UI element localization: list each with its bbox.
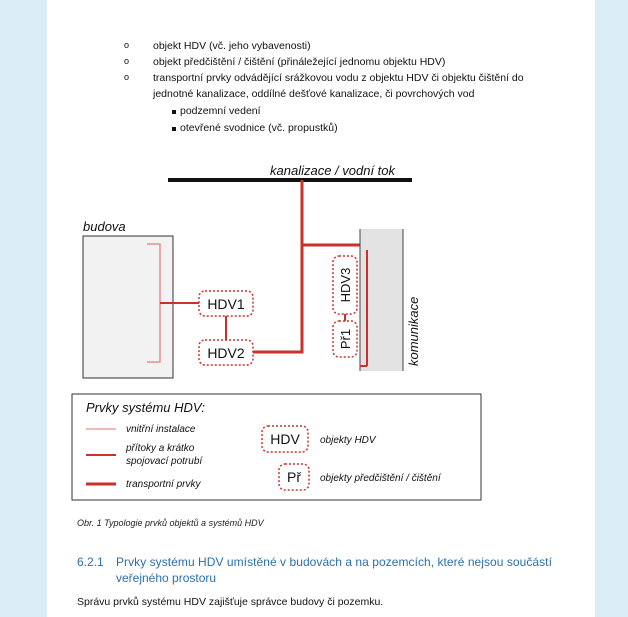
bullet-line-3a: transportní prvky odvádějící srážkovou v…: [153, 72, 524, 84]
legend-item-3: transportní prvky: [126, 479, 201, 490]
section-title-line-1: Prvky systému HDV umístěné v budovách a …: [116, 555, 552, 569]
hdv1-box: [198, 290, 254, 317]
legend-pr-label: Př: [287, 469, 301, 485]
hdv3-box: [332, 255, 358, 315]
legend-pr-desc: objekty předčištění / čištění: [320, 473, 442, 484]
legend-pr-box: [278, 463, 310, 491]
legend-hdv-label: HDV: [270, 431, 300, 447]
bullet-line-1: objekt HDV (vč. jeho vybavenosti): [153, 40, 311, 52]
legend-hdv-desc: objekty HDV: [320, 435, 377, 446]
section-title-line-2: veřejného prostoru: [116, 571, 217, 585]
pr1-box: [332, 320, 358, 358]
square-bullet: [172, 127, 176, 131]
pr1-label: Př1: [338, 329, 353, 349]
bullet-line-3b: jednotné kanalizace, oddílné dešťové kan…: [153, 88, 475, 100]
building-label: budova: [83, 219, 126, 234]
sub-bullet-2: otevřené svodnice (vč. propustků): [180, 122, 338, 134]
body-paragraph: Správu prvků systému HDV zajišťuje správ…: [77, 596, 384, 608]
building-box: [82, 235, 174, 379]
transport-line: [253, 243, 360, 354]
bullet-line-2: objekt předčištění / čištění (přináležej…: [153, 56, 446, 68]
hdv1-label: HDV1: [207, 296, 245, 312]
section-number: 6.2.1: [77, 555, 104, 569]
legend-item-2b: spojovací potrubí: [126, 456, 203, 467]
legend-item-2a: přítoky a krátko: [125, 443, 195, 454]
hdv3-label: HDV3: [338, 268, 353, 303]
square-bullet: [172, 110, 176, 114]
bullet-circle: o: [124, 56, 130, 66]
bullet-circle: o: [124, 40, 130, 50]
sewer-label: kanalizace / vodní tok: [270, 163, 397, 178]
figure-caption: Obr. 1 Typologie prvků objektů a systémů…: [77, 518, 264, 528]
legend-title: Prvky systému HDV:: [86, 400, 205, 415]
bullet-circle: o: [124, 72, 130, 82]
legend-hdv-box: [261, 425, 309, 453]
sub-bullet-1: podzemní vedení: [180, 105, 261, 117]
hdv2-label: HDV2: [207, 345, 245, 361]
legend-item-1: vnitřní instalace: [126, 424, 196, 435]
road-label: komunikace: [406, 297, 421, 366]
